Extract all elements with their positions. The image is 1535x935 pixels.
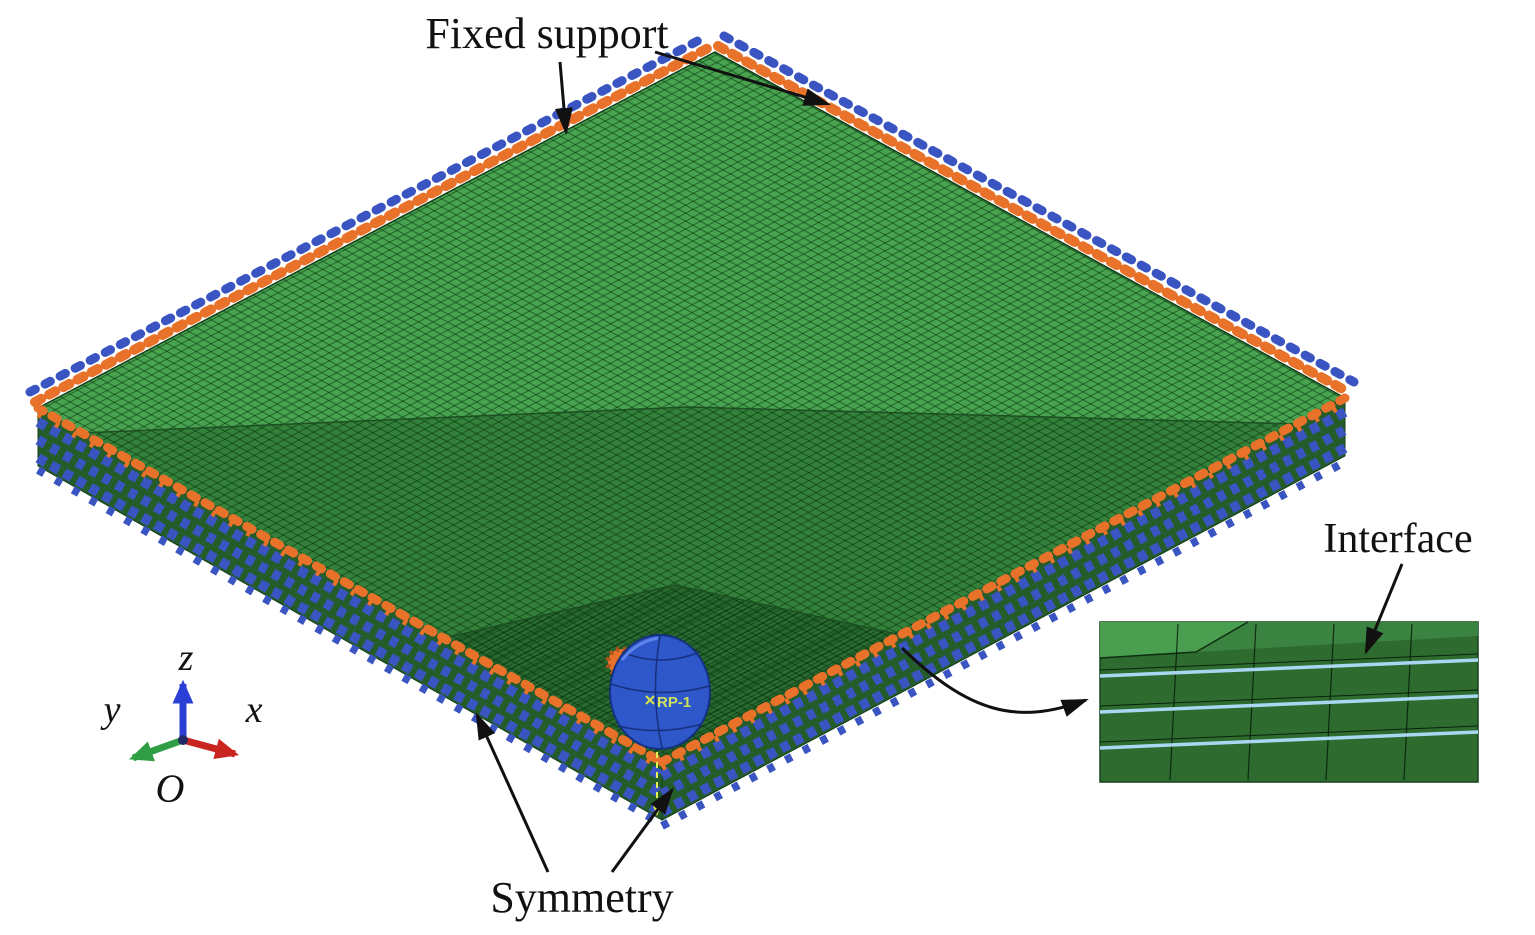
inset-upper-block-bright: [1100, 622, 1248, 658]
interface-arrow: [1364, 563, 1404, 655]
mesh-zone-boundaries: [81, 406, 1298, 639]
near-edge-orange-right: [657, 393, 1350, 767]
interface-inset: [1099, 621, 1479, 783]
triad-hub: [178, 735, 188, 745]
axis-z-label: z: [178, 637, 194, 679]
axis-x-arrow: [182, 736, 240, 760]
symmetry-arrow-left: [475, 712, 550, 873]
impactor: RP-1: [605, 634, 711, 816]
symmetry-bc-symbols-right: [659, 407, 1348, 830]
coordinate-triad: z x y O: [100, 637, 263, 811]
impactor-facet-lines: [610, 635, 710, 749]
plate-side-faces: [35, 397, 1348, 830]
inset-upper-block-band: [1196, 622, 1478, 652]
reference-point-marker: [645, 695, 655, 705]
inset-pointer-curve: [900, 646, 1089, 717]
symmetry-arrow-right: [610, 787, 674, 873]
symmetry-label: Symmetry: [490, 873, 673, 922]
inset-block-boundary: [1099, 621, 1249, 659]
fixed-bc-orange-left: [30, 41, 717, 407]
inset-interface-lines: [1099, 658, 1479, 750]
plate-top-face-group: [36, 51, 1347, 763]
inset-layer-lines: [1099, 653, 1479, 743]
interface-label: Interface: [1323, 516, 1472, 562]
fixed-bc-blue-left: [25, 31, 712, 397]
origin-label: O: [156, 766, 185, 811]
fixed-support-arrow-left: [554, 61, 573, 135]
fixed-support-arrow-right: [654, 50, 831, 106]
axis-y-label: y: [100, 689, 121, 731]
rp-label: RP-1: [657, 694, 691, 711]
impactor-highlight: [620, 636, 659, 661]
annotations: Fixed support Symmetry Interface: [425, 9, 1472, 922]
axis-x-label: x: [245, 689, 263, 731]
fixed-support-label: Fixed support: [425, 9, 668, 58]
near-edge-orange-left: [33, 403, 667, 767]
axis-y-arrow: [129, 736, 185, 762]
